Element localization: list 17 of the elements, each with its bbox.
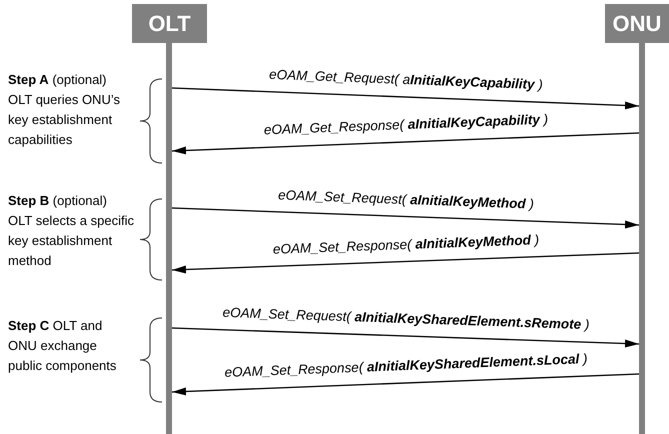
step-description: Step B (optional) OLT selects a specific key establishment method <box>8 192 134 270</box>
step-description: Step C OLT and ONU exchange public components <box>8 317 118 375</box>
arrow <box>172 373 640 396</box>
edge-label: eOAM_Set_Response( aInitialKeyMethod ) <box>272 232 539 256</box>
arrow <box>172 252 640 274</box>
step-description: Step A (optional) OLT queries ONU’s key establishment capabilities <box>8 71 121 149</box>
arrow <box>172 207 640 228</box>
edge-label: eOAM_Get_Response( aInitialKeyCapability ) <box>263 112 548 137</box>
arrow <box>172 327 640 348</box>
edge-label: eOAM_Set_Response( aInitialKeySharedElement.sLocal ) <box>224 352 588 380</box>
arrow <box>172 132 640 154</box>
edge-label: eOAM_Get_Request( aInitialKeyCapability ) <box>268 68 543 92</box>
edge-label: eOAM_Set_Request( aInitialKeyMethod ) <box>277 188 534 211</box>
lifeline-header: OLT <box>132 4 207 43</box>
edge-label: eOAM_Set_Request( aInitialKeySharedElement.sRemote ) <box>222 306 590 332</box>
arrow <box>172 87 640 110</box>
lifeline-header: ONU <box>605 4 669 43</box>
